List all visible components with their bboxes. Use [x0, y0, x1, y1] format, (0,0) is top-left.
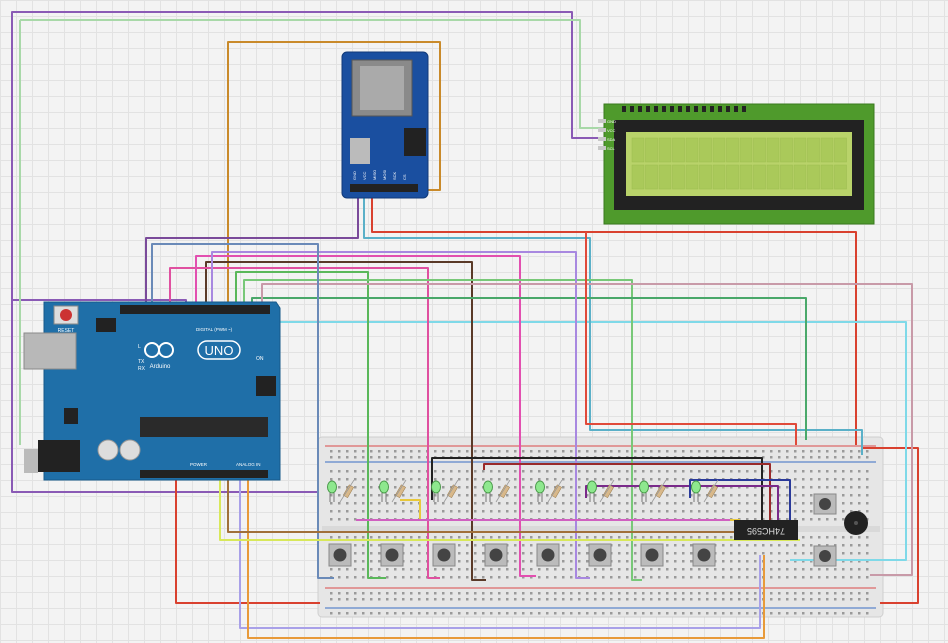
- wire-purple-led[interactable]: [585, 485, 779, 520]
- l-label: L: [138, 344, 141, 350]
- led-7[interactable]: [639, 480, 649, 502]
- wire-green-3[interactable]: [251, 297, 807, 440]
- lcd-pin-label: VCC: [607, 128, 616, 133]
- wire-lavender[interactable]: [239, 470, 761, 629]
- lcd-pin-label: SDA: [607, 137, 616, 142]
- led-1[interactable]: [327, 480, 337, 502]
- uno-label: UNO: [205, 343, 234, 358]
- reset-button-cap[interactable]: [60, 309, 72, 321]
- wire-red-vcc[interactable]: [371, 188, 857, 445]
- led-5[interactable]: [535, 480, 545, 502]
- sd-pin-label: SCK: [392, 171, 397, 180]
- resistor-1[interactable]: [339, 479, 355, 503]
- pushbutton-7[interactable]: [640, 543, 664, 567]
- resistor-8[interactable]: [703, 479, 719, 503]
- resistor-5[interactable]: [547, 479, 563, 503]
- wire-violet[interactable]: [211, 251, 590, 579]
- resistor-4[interactable]: [495, 479, 511, 503]
- wire-red-5v[interactable]: [175, 470, 320, 604]
- pushbutton-6[interactable]: [588, 543, 612, 567]
- wire-slate[interactable]: [151, 243, 334, 579]
- digital-label: DIGITAL (PWM ~): [196, 327, 233, 332]
- wire-green-2[interactable]: [243, 279, 642, 581]
- pushbutton-5[interactable]: [536, 543, 560, 567]
- wire-pink[interactable]: [169, 267, 440, 579]
- wire-black-led[interactable]: [431, 457, 763, 520]
- arduino-brand: Arduino: [150, 364, 171, 370]
- wire-lightgreen[interactable]: [20, 19, 606, 129]
- wire-orange-sd[interactable]: [227, 41, 441, 310]
- sd-card-module[interactable]: GND VCC MISO MOSI SCK CS: [341, 51, 429, 199]
- led-6[interactable]: [587, 480, 597, 502]
- digital-header[interactable]: [120, 305, 270, 314]
- wire-red-lcd[interactable]: [585, 232, 797, 445]
- arduino-logo: UNO Arduino: [144, 340, 241, 370]
- lcd-pin-label: GND: [607, 119, 616, 124]
- wire-red-right[interactable]: [862, 447, 919, 604]
- wire-green[interactable]: [235, 271, 386, 579]
- lcd-16x2-display[interactable]: GND VCC SDA SCL: [598, 103, 875, 225]
- wire-darkred-led[interactable]: [483, 463, 771, 520]
- ic-label: 74HC595: [747, 526, 785, 536]
- pushbutton-3[interactable]: [432, 543, 456, 567]
- wire-yellowgreen[interactable]: [219, 470, 800, 541]
- arduino-uno-board[interactable]: RESET UNO Arduino ON TX RX L DIGITAL (PW…: [23, 301, 281, 481]
- pushbutton-8[interactable]: [692, 543, 716, 567]
- wire-navy-led[interactable]: [689, 479, 791, 520]
- wire-pink-2[interactable]: [195, 255, 536, 577]
- resistor-6[interactable]: [599, 479, 615, 503]
- wires: [11, 11, 919, 639]
- shift-register-ic[interactable]: 74HC595: [734, 520, 798, 540]
- sd-pin-label: MOSI: [382, 170, 387, 180]
- pushbutton-right-top[interactable]: [813, 493, 837, 515]
- lcd-pin-label: SCL: [607, 146, 616, 151]
- sd-pin-header[interactable]: [350, 184, 418, 192]
- on-label: ON: [256, 356, 264, 362]
- pushbutton-right-bottom[interactable]: [813, 545, 837, 567]
- wire-plum[interactable]: [145, 190, 359, 310]
- resistor-7[interactable]: [651, 479, 667, 503]
- resistor-3[interactable]: [443, 479, 459, 503]
- pushbutton-4[interactable]: [484, 543, 508, 567]
- wire-orange-low[interactable]: [247, 470, 765, 639]
- tx-label: TX: [138, 359, 145, 365]
- pushbutton-row: [328, 543, 716, 567]
- pushbutton-2[interactable]: [380, 543, 404, 567]
- led-row: [327, 479, 719, 503]
- led-3[interactable]: [431, 480, 441, 502]
- pushbutton-1[interactable]: [328, 543, 352, 567]
- resistor-2[interactable]: [391, 479, 407, 503]
- buzzer[interactable]: [844, 511, 868, 535]
- rx-label: RX: [138, 366, 146, 372]
- sd-pin-label: VCC: [362, 171, 367, 180]
- led-2[interactable]: [379, 480, 389, 502]
- wire-darkbrown[interactable]: [205, 261, 486, 581]
- wire-mauve[interactable]: [261, 283, 913, 576]
- power-analog-header[interactable]: [140, 470, 268, 478]
- atmega-chip: [140, 417, 268, 437]
- led-8[interactable]: [691, 480, 701, 502]
- led-4[interactable]: [483, 480, 493, 502]
- power-label: POWER: [190, 462, 208, 467]
- sd-pin-label: GND: [352, 171, 357, 180]
- sd-pin-label: CS: [402, 174, 407, 180]
- sd-chip: [404, 128, 426, 156]
- wire-steelblue[interactable]: [363, 188, 863, 455]
- sd-pin-label: MISO: [372, 170, 377, 180]
- reset-label: RESET: [58, 328, 75, 334]
- wire-purple-lcd[interactable]: [11, 11, 606, 300]
- analog-label: ANALOG IN: [236, 462, 261, 467]
- wire-brown[interactable]: [227, 470, 736, 533]
